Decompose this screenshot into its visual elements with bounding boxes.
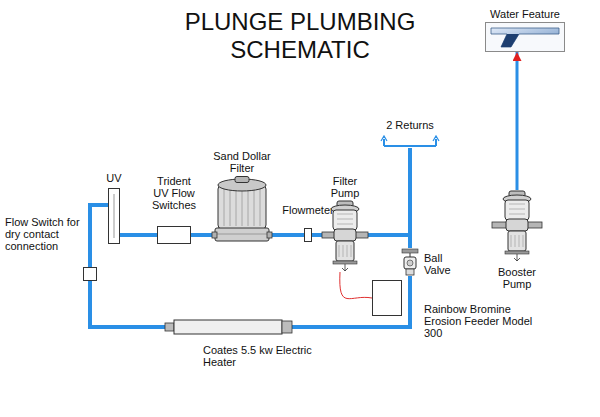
water-pipe <box>516 52 519 190</box>
shape-drawing <box>83 267 97 281</box>
shape-drawing <box>304 228 312 242</box>
part-label: 2 Returns <box>370 119 450 131</box>
shape-drawing <box>157 226 191 244</box>
shape-drawing <box>382 136 438 148</box>
uv-unit: UV <box>108 188 120 244</box>
shape-drawing <box>322 200 368 272</box>
flow-switch-box: Trident UV Flow Switches <box>157 226 191 244</box>
water-pipe <box>120 233 157 237</box>
shape-drawing <box>165 319 292 335</box>
part-label: Coates 5.5 kw Electric Heater <box>203 344 313 368</box>
water-feature: Water Feature <box>485 22 565 52</box>
flow-switch: Flow Switch for dry contact connection <box>83 267 97 281</box>
booster-pump: Booster Pump <box>492 190 542 262</box>
part-label: UV <box>99 172 129 184</box>
part-label: Booster Pump <box>487 266 547 290</box>
ball-valve: Ball Valve <box>401 248 419 276</box>
chemical-tube <box>340 272 372 299</box>
water-pipe <box>272 233 304 237</box>
water-pipe <box>368 235 410 248</box>
water-pipe <box>90 281 165 327</box>
flowmeter: Flowmeter <box>304 228 312 242</box>
part-label: Filter Pump <box>319 175 371 199</box>
returns-outlet: 2 Returns <box>382 136 438 148</box>
filter-pump: Filter Pump <box>322 200 368 272</box>
water-pipe <box>292 276 410 327</box>
part-label: Sand Dollar Filter <box>205 150 279 174</box>
electric-heater: Coates 5.5 kw Electric Heater <box>165 319 292 335</box>
shape-drawing <box>401 248 419 276</box>
part-label: Flowmeter <box>278 204 338 216</box>
water-pipe <box>312 233 322 237</box>
erosion-feeder: Rainbow Bromine Erosion Feeder Model 300 <box>372 280 402 316</box>
part-label: Flow Switch for dry contact connection <box>5 216 89 252</box>
sand-filter: Sand Dollar Filter <box>212 176 272 243</box>
water-pipe <box>191 233 212 237</box>
diagram-title: PLUNGE PLUMBING SCHEMATIC <box>160 8 440 64</box>
shape-drawing <box>372 280 402 316</box>
part-label: Rainbow Bromine Erosion Feeder Model 300 <box>424 303 534 339</box>
shape-drawing <box>485 22 565 52</box>
part-label: Ball Valve <box>424 252 468 276</box>
part-label: Water Feature <box>480 8 570 20</box>
shape-drawing <box>492 190 542 262</box>
water-pipe <box>368 148 410 235</box>
water-pipe <box>90 205 108 267</box>
part-label: Trident UV Flow Switches <box>148 175 200 211</box>
shape-drawing <box>212 176 272 243</box>
shape-drawing <box>108 188 120 244</box>
